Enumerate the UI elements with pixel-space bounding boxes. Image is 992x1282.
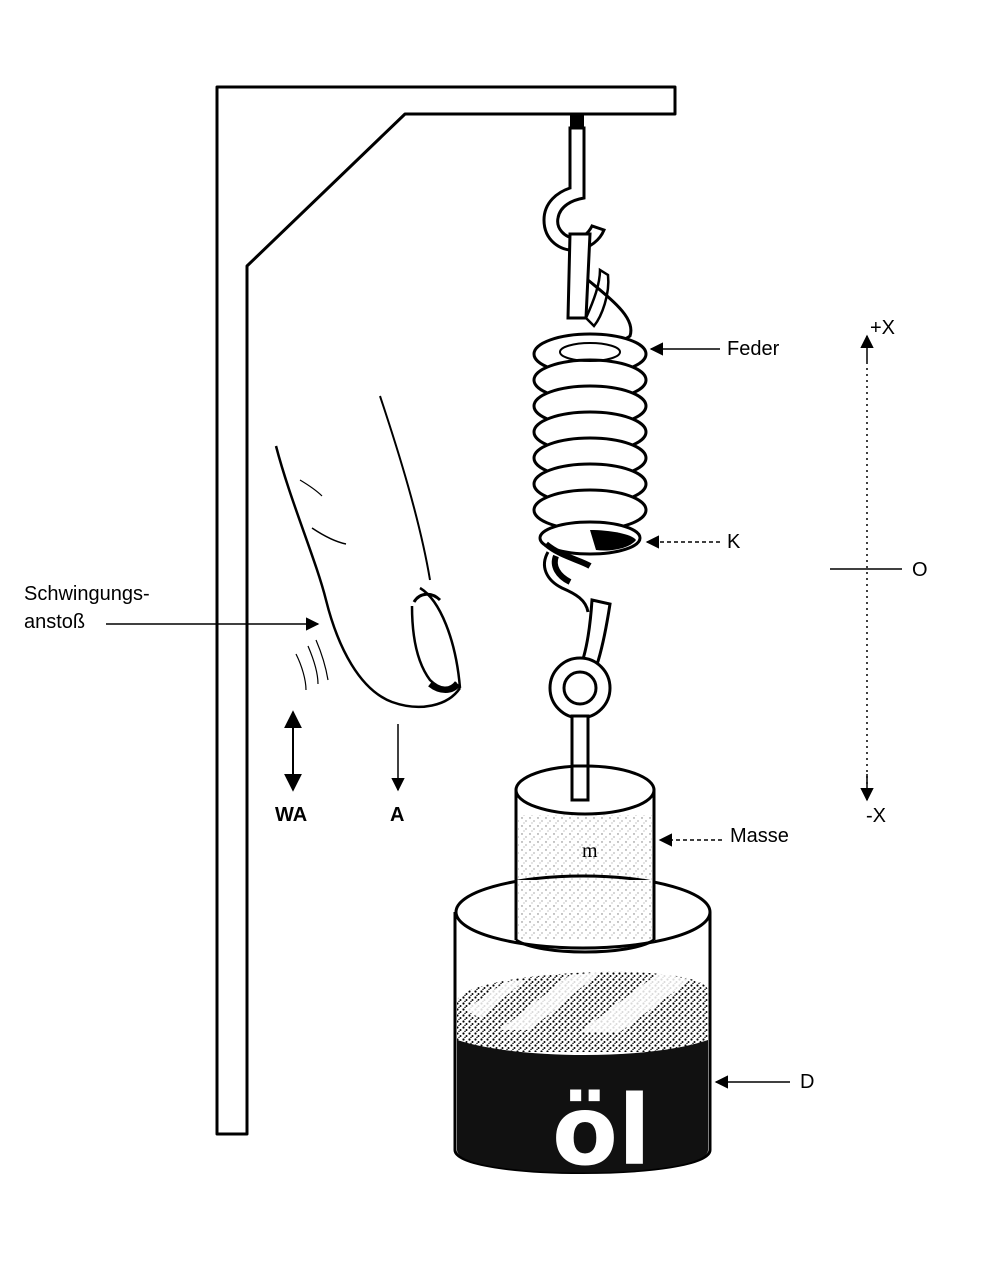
oil-label: öl: [552, 1075, 651, 1187]
zero-label: O: [912, 559, 928, 581]
label-schwingungsanstoss: Schwingungs- anstoß: [24, 583, 320, 633]
a-label: A: [390, 804, 404, 826]
finger-illustration: [274, 395, 462, 709]
label-masse: Masse: [658, 825, 789, 847]
displacement-axis: +X O -X: [830, 317, 928, 827]
stand: [215, 85, 677, 1136]
plus-x-label: +X: [870, 317, 895, 339]
minus-x-label: -X: [866, 805, 886, 827]
upper-link: [566, 232, 633, 347]
label-d: D: [714, 1071, 814, 1093]
d-label: D: [800, 1071, 814, 1093]
label-k: K: [645, 531, 741, 553]
damper-container: öl: [453, 874, 712, 1187]
impulse-label-line1: Schwingungs-: [24, 583, 150, 605]
feder-label: Feder: [727, 338, 780, 360]
spring: [532, 332, 648, 569]
wa-label: WA: [275, 804, 307, 826]
label-a: A: [390, 724, 405, 826]
masse-label: Masse: [730, 825, 789, 847]
impulse-label-line2: anstoß: [24, 611, 85, 633]
k-label: K: [727, 531, 741, 553]
mass-symbol: m: [582, 840, 598, 862]
lower-link: [543, 551, 612, 802]
label-feder: Feder: [649, 338, 780, 360]
upper-hook: [542, 126, 606, 252]
label-wa: WA: [275, 710, 307, 826]
